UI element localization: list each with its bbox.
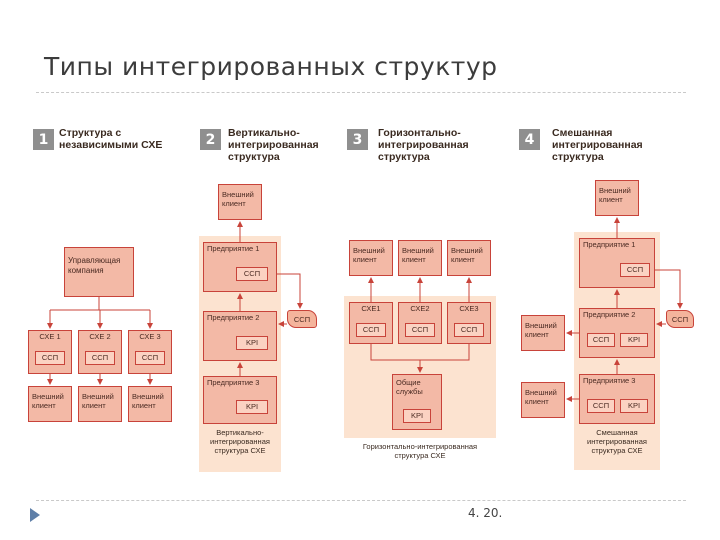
top-divider <box>36 92 686 93</box>
p4-enterprise-1-label: Предприятие 1 <box>583 240 636 249</box>
p2-enterprise-3-label: Предприятие 3 <box>207 378 260 387</box>
p3-unit-3-ssp: ССП <box>454 323 484 337</box>
p2-enterprise-2-label: Предприятие 2 <box>207 313 260 322</box>
p1-client-1: Внешний клиент <box>28 386 72 422</box>
panel-1-heading: Структура с независимыми СХЕ <box>59 127 163 151</box>
p4-caption: Смешанная интегрированная структура СХЕ <box>587 428 647 455</box>
p3-unit-1: СХЕ1 ССП <box>349 302 393 344</box>
p1-unit-1-label: СХЕ 1 <box>39 332 61 341</box>
panel-4-number: 4 <box>519 129 540 150</box>
p2-external-client: Внешний клиент <box>218 184 262 220</box>
p3-unit-2: СХЕ2 ССП <box>398 302 442 344</box>
p4-enterprise-3-ssp: ССП <box>587 399 615 413</box>
slide-title: Типы интегрированных структур <box>44 52 498 81</box>
p4-client-left-1: Внешний клиент <box>521 315 565 351</box>
p3-unit-3: СХЕ3 ССП <box>447 302 491 344</box>
p3-unit-1-ssp: ССП <box>356 323 386 337</box>
p2-caption: Вертикально-интегрированная структура СХ… <box>210 428 270 455</box>
p2-enterprise-2: Предприятие 2 KPI <box>203 311 277 361</box>
footer-arrow-icon <box>30 508 40 522</box>
p1-unit-3: СХЕ 3 ССП <box>128 330 172 374</box>
p2-arrow-ssp-out <box>277 273 303 309</box>
p4-enterprise-2-ssp: ССП <box>587 333 615 347</box>
bottom-divider <box>36 500 686 501</box>
p1-unit-3-ssp: ССП <box>135 351 165 365</box>
p3-caption: Горизонтально-интегрированная структура … <box>362 442 478 460</box>
p3-client-3: Внешний клиент <box>447 240 491 276</box>
panel-4-heading: Смешанная интегрированная структура <box>552 127 643 163</box>
p3-arrow-bus <box>370 344 470 361</box>
p4-enterprise-1: Предприятие 1 ССП <box>579 238 655 288</box>
managing-company-box: Управляющая компания <box>64 247 134 297</box>
p4-client-left-2: Внешний клиент <box>521 382 565 418</box>
panel-2-heading: Вертикально-интегрированная структура <box>228 127 319 163</box>
panel-3-number: 3 <box>347 129 368 150</box>
p4-enterprise-3: Предприятие 3 ССП KPI <box>579 374 655 424</box>
p4-arrow-ssp-out <box>655 269 683 309</box>
p4-enterprise-2-label: Предприятие 2 <box>583 310 636 319</box>
p1-unit-2-label: СХЕ 2 <box>89 332 111 341</box>
p1-unit-3-label: СХЕ 3 <box>139 332 161 341</box>
p3-client-2: Внешний клиент <box>398 240 442 276</box>
p1-client-2: Внешний клиент <box>78 386 122 422</box>
p3-unit-2-label: СХЕ2 <box>410 304 430 313</box>
p3-client-1: Внешний клиент <box>349 240 393 276</box>
p4-enterprise-2: Предприятие 2 ССП KPI <box>579 308 655 358</box>
p3-unit-1-label: СХЕ1 <box>361 304 381 313</box>
p3-shared-services-label: Общие службы <box>396 378 423 396</box>
p2-enterprise-3-kpi: KPI <box>236 400 268 414</box>
p4-enterprise-3-label: Предприятие 3 <box>583 376 636 385</box>
p1-unit-1-ssp: ССП <box>35 351 65 365</box>
p4-enterprise-1-ssp: ССП <box>620 263 650 277</box>
p3-shared-services: Общие службы KPI <box>392 374 442 430</box>
p3-unit-2-ssp: ССП <box>405 323 435 337</box>
p3-unit-3-label: СХЕ3 <box>459 304 479 313</box>
panel-2-number: 2 <box>200 129 221 150</box>
panel-1-number: 1 <box>33 129 54 150</box>
p4-enterprise-3-kpi: KPI <box>620 399 648 413</box>
p2-enterprise-1-ssp: ССП <box>236 267 268 281</box>
p2-enterprise-2-kpi: KPI <box>236 336 268 350</box>
p2-enterprise-1-label: Предприятие 1 <box>207 244 260 253</box>
p4-external-client: Внешний клиент <box>595 180 639 216</box>
p4-enterprise-2-kpi: KPI <box>620 333 648 347</box>
p2-enterprise-3: Предприятие 3 KPI <box>203 376 277 424</box>
p1-unit-2-ssp: ССП <box>85 351 115 365</box>
p2-external-ssp: ССП <box>287 310 317 328</box>
p1-client-3: Внешний клиент <box>128 386 172 422</box>
p1-unit-1: СХЕ 1 ССП <box>28 330 72 374</box>
panel-3-heading: Горизонтально-интегрированная структура <box>378 127 469 163</box>
p1-unit-2: СХЕ 2 ССП <box>78 330 122 374</box>
p2-enterprise-1: Предприятие 1 ССП <box>203 242 277 292</box>
p3-shared-services-kpi: KPI <box>403 409 431 423</box>
p4-external-ssp: ССП <box>666 310 694 328</box>
page-number: 4. 20. <box>468 506 503 520</box>
